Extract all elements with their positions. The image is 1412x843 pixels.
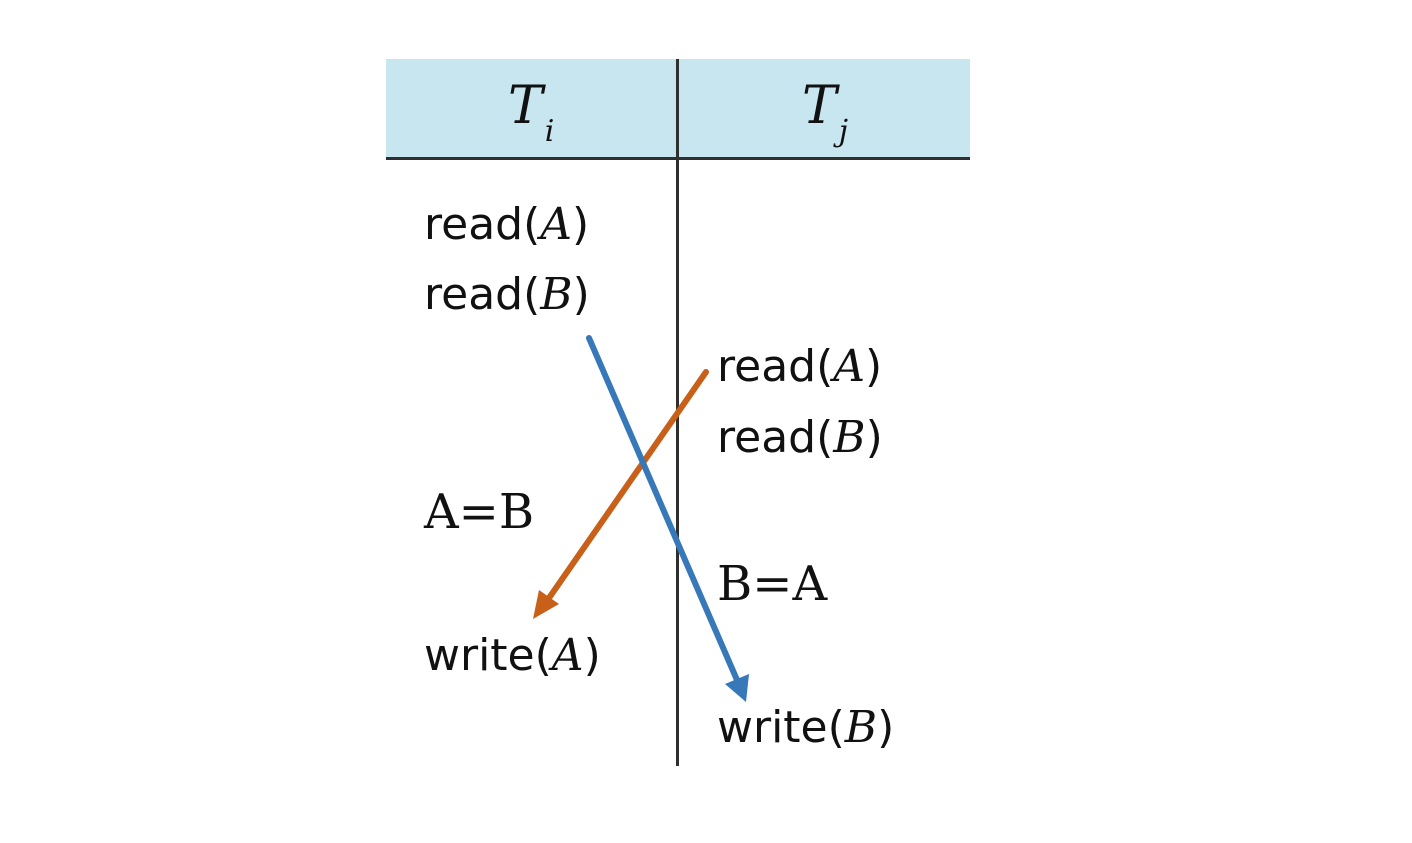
column-header-tj: Tj [802, 80, 848, 147]
column-header-ti: Ti [508, 80, 554, 147]
orange-arrowhead-icon [533, 590, 559, 619]
orange-arrow [533, 369, 709, 619]
ti-read-b-fn: read [424, 269, 524, 320]
ti-write-a-arg: A [551, 630, 584, 681]
tj-read-a: read(A) [717, 341, 883, 392]
ti-read-a-fn: read [424, 199, 524, 250]
tj-read-a-arg: A [833, 341, 866, 392]
column-header-ti-name: T [508, 76, 543, 136]
tj-read-b: read(B) [717, 412, 883, 463]
orange-arrow-shaft [546, 369, 709, 601]
ti-read-a: read(A) [424, 199, 590, 250]
column-header-ti-sub: i [544, 114, 555, 149]
tj-write-b: write(B) [717, 702, 895, 753]
ti-write-a: write(A) [424, 630, 601, 681]
ti-assignment: A=B [424, 484, 535, 540]
column-header-tj-name: T [802, 76, 837, 136]
column-header-tj-sub: j [838, 114, 848, 149]
ti-read-b: read(B) [424, 269, 590, 320]
tj-read-b-fn: read [717, 412, 817, 463]
tj-read-b-arg: B [833, 412, 866, 463]
tj-write-b-arg: B [844, 702, 878, 753]
blue-arrow-shaft [586, 335, 740, 683]
ti-write-a-fn: write [424, 630, 535, 681]
tj-read-a-fn: read [717, 341, 817, 392]
ti-read-b-arg: B [540, 269, 573, 320]
blue-arrowhead-icon [725, 674, 749, 702]
ti-read-a-arg: A [540, 199, 573, 250]
blue-arrow [586, 335, 749, 702]
tj-assignment: B=A [717, 556, 828, 612]
tj-write-b-fn: write [717, 702, 828, 753]
